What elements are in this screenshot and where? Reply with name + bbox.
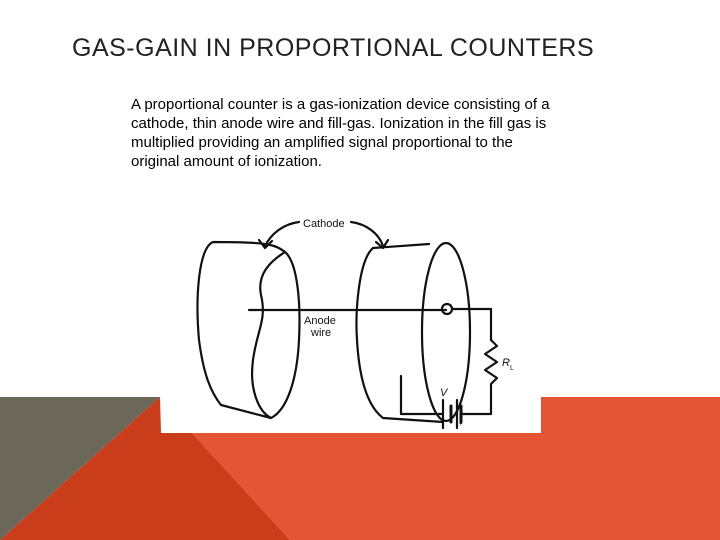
proportional-counter-diagram: Cathode Anode wire R L V +: [161, 200, 541, 433]
voltage-label: V: [440, 387, 449, 399]
cathode-arrow-right-head: [374, 238, 390, 250]
cathode-arrow-left-head: [257, 238, 274, 250]
cathode-left-rim: [269, 250, 301, 420]
cathode-right-end: [420, 241, 472, 423]
wire-label: wire: [310, 327, 331, 339]
circuit-wire-bottom: [399, 374, 445, 416]
resistor-subscript: L: [510, 365, 514, 372]
anode-label: Anode: [304, 315, 336, 327]
cathode-arrow-right: [349, 220, 385, 248]
circuit-wire-top: [450, 307, 493, 342]
orange-shape: [192, 397, 720, 540]
cathode-arrow-left: [263, 220, 301, 248]
resistor-label: R: [502, 357, 510, 369]
battery-plus-label: +: [459, 422, 463, 428]
cathode-right-body: [355, 246, 445, 424]
slide-body-text: A proportional counter is a gas-ionizati…: [131, 96, 550, 170]
diagram-svg: Cathode Anode wire R L V +: [196, 218, 514, 430]
cathode-left-half: [196, 240, 287, 420]
slide-title: GAS-GAIN IN PROPORTIONAL COUNTERS: [72, 34, 595, 62]
dark-orange-shape: [0, 397, 290, 540]
load-resistor: [459, 338, 499, 416]
cathode-label: Cathode: [303, 218, 345, 230]
